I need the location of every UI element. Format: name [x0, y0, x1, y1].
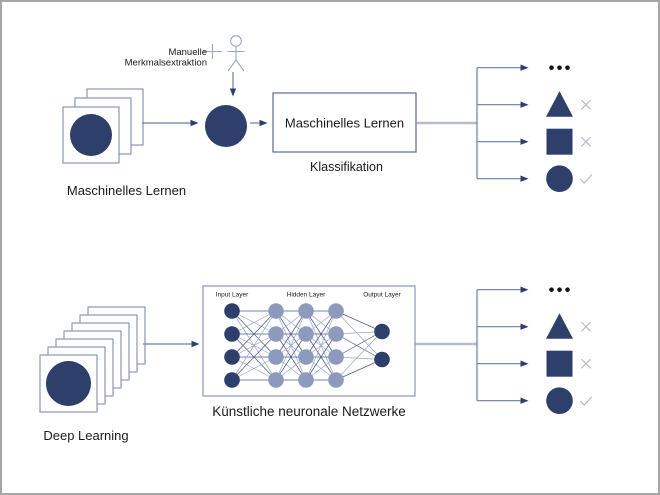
image-stack-bottom [39, 306, 146, 413]
image-object-circle [70, 114, 112, 156]
class-circle [546, 165, 573, 192]
nn-label-hidden: Hidden Layer [287, 292, 326, 299]
nn-connection [335, 331, 383, 358]
nn-node [224, 372, 240, 388]
classification-outputs-top [476, 64, 593, 192]
nn-connection [335, 310, 383, 332]
wrong-mark-icon [581, 136, 591, 147]
nn-node [224, 326, 240, 342]
nn-node [298, 303, 314, 319]
classifier-box [272, 92, 417, 153]
nn-node [268, 303, 284, 319]
ellipsis-dot [557, 287, 562, 293]
ellipsis-dot [565, 65, 570, 70]
wrong-mark-icon [581, 321, 591, 332]
classification-outputs-bottom [476, 286, 593, 415]
nn-connection [231, 356, 277, 381]
nn-node [328, 303, 344, 319]
nn-node [298, 372, 314, 388]
neural-network [224, 303, 390, 388]
nn-connection [231, 310, 277, 381]
image-object-circle [46, 361, 91, 406]
nn-node [374, 323, 390, 340]
nn-connection [305, 333, 337, 381]
ellipsis-dot [565, 287, 570, 293]
feature-circle [205, 105, 247, 147]
nn-node [298, 349, 314, 365]
class-circle [546, 387, 573, 415]
nn-connection [335, 333, 383, 360]
nn-label-input: Input Layer [216, 292, 249, 299]
classifier-box-sublabel: Klassifikation [310, 160, 383, 174]
network-caption: Künstliche neuronale Netzwerke [212, 404, 406, 419]
nn-connection [335, 331, 383, 381]
nn-connection [275, 310, 307, 381]
correct-mark-icon [579, 174, 593, 184]
nn-node [328, 349, 344, 365]
class-triangle [546, 313, 573, 339]
person-icon [203, 35, 245, 72]
nn-node [268, 372, 284, 388]
ellipsis-dot [549, 287, 554, 293]
wrong-mark-icon [581, 358, 591, 369]
annotation-line2: Merkmalsextraktion [125, 58, 207, 69]
nn-connection [275, 310, 307, 358]
ellipsis-dot [549, 65, 554, 70]
ellipsis-dot [557, 65, 562, 70]
nn-connection [305, 310, 337, 358]
nn-node [268, 326, 284, 342]
nn-connection [231, 310, 277, 335]
class-triangle [546, 91, 573, 117]
image-stack-top [62, 88, 144, 164]
nn-node [224, 303, 240, 319]
correct-mark-icon [579, 396, 593, 406]
top-caption: Maschinelles Lernen [67, 183, 186, 198]
nn-connection [231, 333, 277, 381]
nn-connection [275, 333, 307, 381]
nn-node [328, 372, 344, 388]
nn-node [298, 326, 314, 342]
wrong-mark-icon [581, 99, 591, 110]
annotation-line1: Manuelle [168, 47, 207, 58]
nn-label-output: Output Layer [363, 292, 401, 299]
class-square [546, 350, 573, 377]
class-square [546, 128, 573, 155]
nn-node [374, 351, 390, 368]
nn-connection [231, 310, 277, 358]
bottom-caption: Deep Learning [43, 428, 128, 443]
nn-connection [335, 359, 383, 381]
nn-connection [305, 310, 337, 381]
nn-node [328, 326, 344, 342]
nn-node [268, 349, 284, 365]
nn-connection [335, 310, 383, 360]
nn-node [224, 349, 240, 365]
classifier-box-label: Maschinelles Lernen [285, 116, 404, 131]
